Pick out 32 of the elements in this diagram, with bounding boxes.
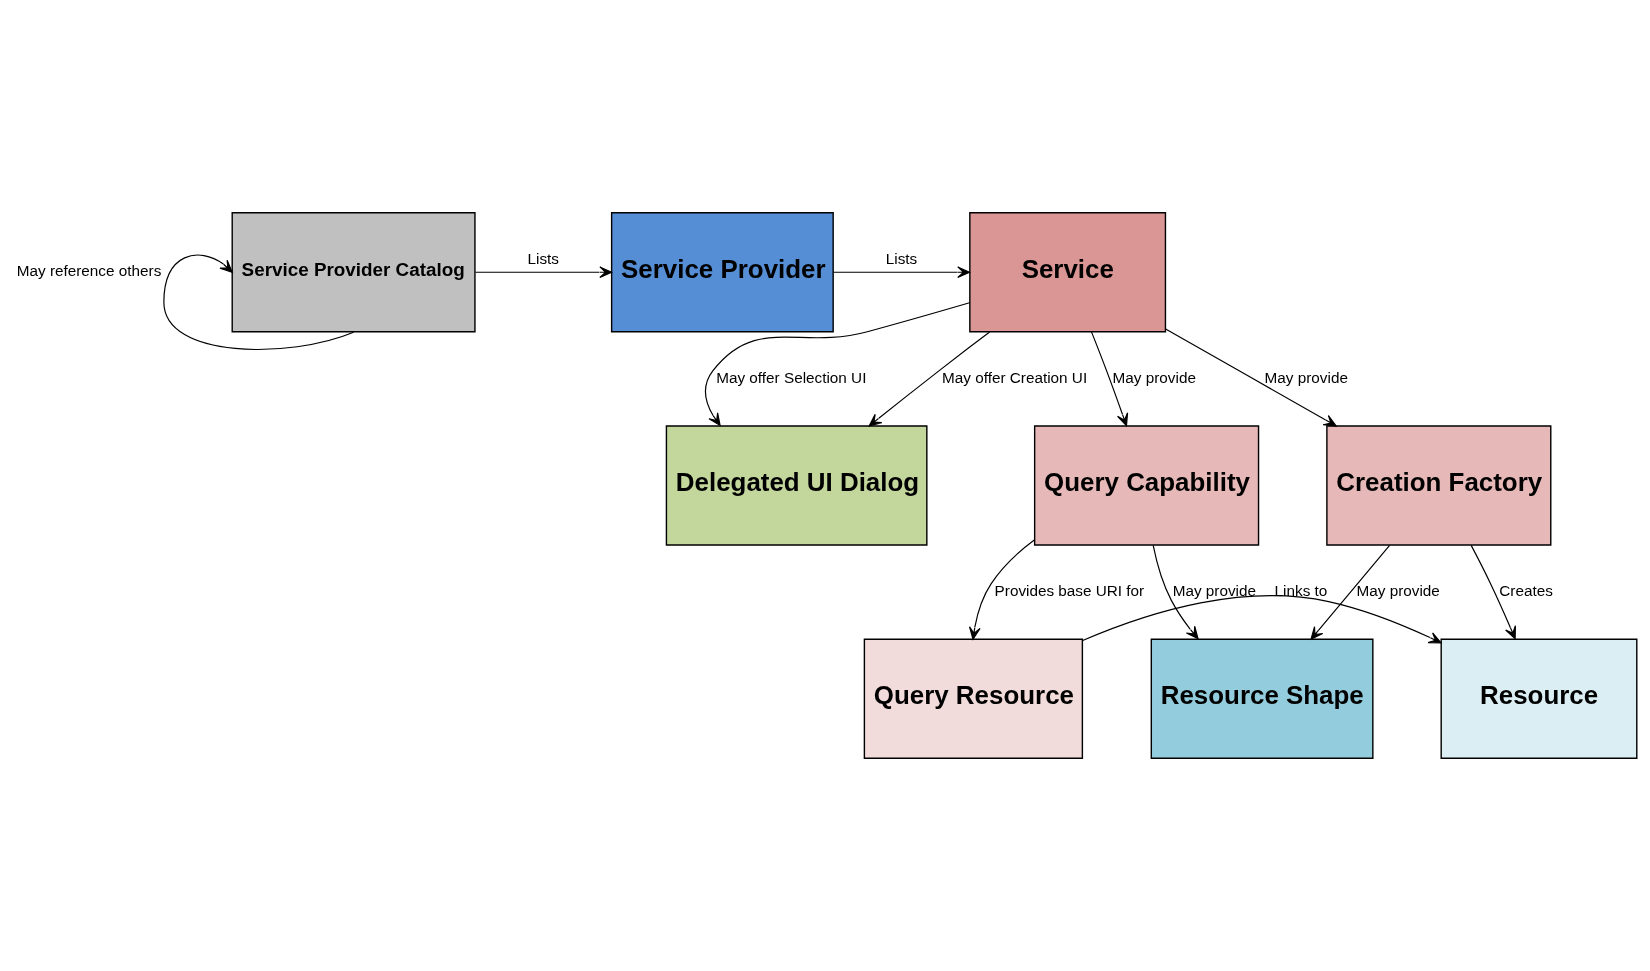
node-box: Query Resource bbox=[863, 638, 1083, 759]
arrow bbox=[1152, 544, 1199, 640]
arrow bbox=[1090, 331, 1128, 427]
arrow bbox=[968, 539, 1035, 640]
node-box: Creation Factory bbox=[1325, 425, 1551, 546]
edge-label: Creates bbox=[1498, 582, 1553, 600]
arrow bbox=[832, 266, 970, 279]
edge-label: May provide bbox=[1264, 368, 1348, 386]
arrow bbox=[1309, 544, 1390, 640]
edge-label: May provide bbox=[1356, 582, 1440, 600]
edge-label: May provide bbox=[1112, 368, 1196, 386]
arrow bbox=[1081, 595, 1442, 644]
edge-label: Lists bbox=[527, 250, 559, 268]
arrow bbox=[1164, 328, 1337, 427]
edge-label: Lists bbox=[885, 250, 917, 268]
edge-label: May offer Selection UI bbox=[715, 368, 866, 386]
edge-label: May offer Creation UI bbox=[941, 368, 1087, 386]
node-box: Resource bbox=[1439, 638, 1637, 759]
edge-label: May reference others bbox=[16, 262, 161, 280]
node-box: Service Provider bbox=[610, 212, 834, 333]
arrow bbox=[474, 266, 612, 279]
edge-label: May provide bbox=[1172, 582, 1256, 600]
node-box: Service Provider Catalog bbox=[231, 212, 476, 333]
node-box: Delegated UI Dialog bbox=[665, 425, 928, 546]
node-box: Query Capability bbox=[1033, 425, 1259, 546]
edge-label: Links to bbox=[1274, 582, 1327, 600]
node-box: Service bbox=[968, 212, 1166, 333]
arrow bbox=[1470, 544, 1516, 640]
arrow bbox=[704, 302, 970, 426]
arrow bbox=[868, 331, 990, 427]
edge-label: Provides base URI for bbox=[994, 582, 1144, 600]
node-box: Resource Shape bbox=[1150, 638, 1374, 759]
